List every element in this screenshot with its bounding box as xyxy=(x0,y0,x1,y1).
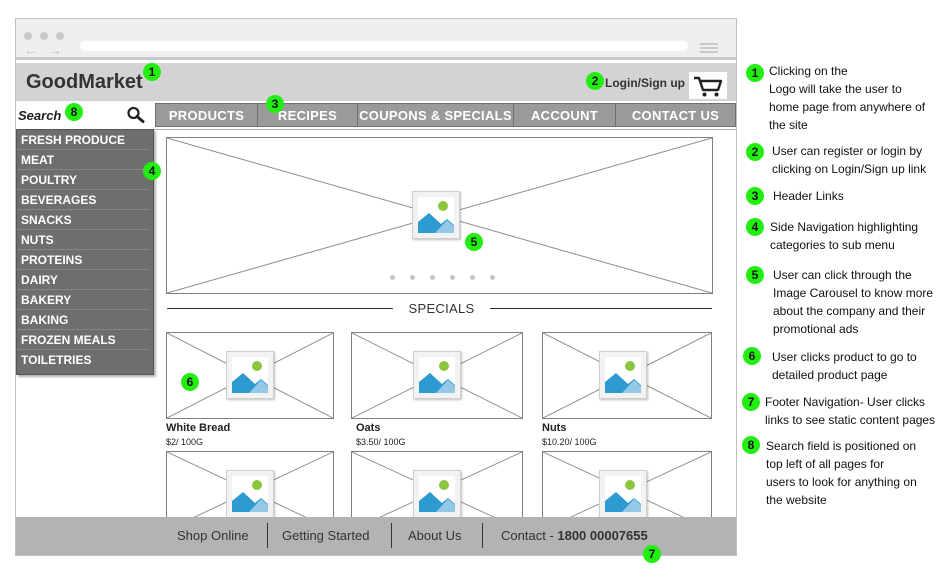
search-icon[interactable] xyxy=(126,106,146,124)
nav-account[interactable]: ACCOUNT xyxy=(514,104,616,126)
legend-badge: 8 xyxy=(742,436,760,454)
legend-note: Clicking on the Logo will take the user … xyxy=(769,64,926,132)
callout-badge: 2 xyxy=(586,72,604,90)
image-placeholder-icon xyxy=(599,351,647,399)
image-carousel[interactable] xyxy=(166,137,713,294)
site-logo[interactable]: GoodMarket xyxy=(26,71,143,93)
callout-badge: 7 xyxy=(643,545,661,563)
carousel-dot[interactable] xyxy=(490,275,495,280)
legend-badge: 2 xyxy=(746,143,764,161)
callout-badge: 6 xyxy=(181,373,199,391)
divider xyxy=(482,523,483,548)
carousel-dot[interactable] xyxy=(390,275,395,280)
footer-link-about-us[interactable]: About Us xyxy=(408,528,462,543)
legend-note: Header Links xyxy=(773,189,844,203)
sidebar-item-frozen-meals[interactable]: FROZEN MEALS xyxy=(17,330,150,350)
legend-badge: 7 xyxy=(742,393,760,411)
product-name[interactable]: Oats xyxy=(356,422,381,434)
forward-arrow-icon[interactable]: → xyxy=(48,42,62,58)
legend-note: User can register or login by clicking o… xyxy=(772,144,927,176)
search-input[interactable]: Search xyxy=(18,108,62,123)
callout-badge: 3 xyxy=(266,95,284,113)
login-signup-link[interactable]: Login/Sign up xyxy=(605,76,685,90)
image-placeholder-icon xyxy=(226,351,274,399)
product-card-oats[interactable] xyxy=(351,332,523,419)
nav-contact-us[interactable]: CONTACT US xyxy=(631,107,720,123)
divider xyxy=(490,308,712,309)
carousel-dot[interactable] xyxy=(470,275,475,280)
image-placeholder-icon xyxy=(413,470,461,518)
product-card-white-bread[interactable] xyxy=(166,332,334,419)
divider xyxy=(267,523,268,548)
product-card-nuts[interactable] xyxy=(542,332,712,419)
sidebar-item-bakery[interactable]: BAKERY xyxy=(17,290,150,310)
image-placeholder-icon xyxy=(413,351,461,399)
sidebar-item-snacks[interactable]: SNACKS xyxy=(17,210,150,230)
carousel-dot[interactable] xyxy=(410,275,415,280)
legend-note: Footer Navigation- User clicks links to … xyxy=(765,395,936,427)
browser-window: ← → GoodMarket Login/Sign up Search PROD… xyxy=(15,18,737,556)
address-bar[interactable] xyxy=(80,41,688,51)
legend-note: User can click through the Image Carouse… xyxy=(773,268,934,336)
legend-badge: 4 xyxy=(746,218,764,236)
divider xyxy=(167,308,393,309)
specials-heading: SPECIALS xyxy=(408,301,475,316)
window-dot-icon[interactable] xyxy=(40,32,48,40)
search-field[interactable]: Search xyxy=(16,103,154,127)
product-name[interactable]: White Bread xyxy=(166,422,231,434)
legend-note: Search field is positioned on top left o… xyxy=(766,439,917,507)
cart-button[interactable] xyxy=(689,72,727,99)
sidebar-item-poultry[interactable]: POULTRY xyxy=(17,170,150,190)
window-dot-icon[interactable] xyxy=(24,32,32,40)
sidebar-item-dairy[interactable]: DAIRY xyxy=(17,270,150,290)
sidebar-item-proteins[interactable]: PROTEINS xyxy=(17,250,150,270)
callout-badge: 8 xyxy=(65,103,83,121)
callout-badge: 5 xyxy=(465,233,483,251)
browser-chrome: ← → xyxy=(16,19,736,60)
product-name[interactable]: Nuts xyxy=(542,422,567,434)
nav-coupons-specials[interactable]: COUPONS & SPECIALS xyxy=(358,104,514,126)
contact-label: Contact - xyxy=(501,528,558,543)
sidebar-item-nuts[interactable]: NUTS xyxy=(17,230,150,250)
site-header: GoodMarket Login/Sign up xyxy=(16,63,736,101)
window-dot-icon[interactable] xyxy=(56,32,64,40)
carousel-dot[interactable] xyxy=(450,275,455,280)
divider xyxy=(16,129,736,130)
nav-products[interactable]: PRODUCTS xyxy=(156,104,258,126)
back-arrow-icon[interactable]: ← xyxy=(24,42,38,58)
contact-number: 1800 00007655 xyxy=(557,528,648,543)
legend-badge: 5 xyxy=(746,266,764,284)
product-price: $3.50/ 100G xyxy=(356,437,406,447)
image-placeholder-icon xyxy=(599,470,647,518)
carousel-dot[interactable] xyxy=(430,275,435,280)
site-footer: Shop Online Getting Started About Us Con… xyxy=(16,517,736,555)
image-placeholder-icon xyxy=(226,470,274,518)
legend-badge: 6 xyxy=(743,347,761,365)
footer-contact[interactable]: Contact - 1800 00007655 xyxy=(501,528,648,543)
hamburger-menu-icon[interactable] xyxy=(700,43,718,55)
sidebar-item-baking[interactable]: BAKING xyxy=(17,310,150,330)
product-price: $10.20/ 100G xyxy=(542,437,597,447)
legend-note: User clicks product to go to detailed pr… xyxy=(772,350,917,382)
side-navigation: FRESH PRODUCE MEAT POULTRY BEVERAGES SNA… xyxy=(16,129,154,375)
divider xyxy=(391,523,392,548)
product-price: $2/ 100G xyxy=(166,437,204,447)
sidebar-item-meat[interactable]: MEAT xyxy=(17,150,150,170)
image-placeholder-icon xyxy=(412,191,460,239)
legend-badge: 1 xyxy=(746,64,764,82)
callout-badge: 1 xyxy=(143,63,161,81)
footer-link-getting-started[interactable]: Getting Started xyxy=(282,528,370,543)
sidebar-item-beverages[interactable]: BEVERAGES xyxy=(17,190,150,210)
nav-recipes[interactable]: RECIPES xyxy=(258,104,358,126)
legend-note: Side Navigation highlighting categories … xyxy=(770,220,919,252)
legend-badge: 3 xyxy=(746,187,764,205)
callout-badge: 4 xyxy=(143,162,161,180)
header-nav: PRODUCTS RECIPES COUPONS & SPECIALS ACCO… xyxy=(155,103,736,127)
cart-icon xyxy=(694,76,723,97)
sidebar-item-fresh-produce[interactable]: FRESH PRODUCE xyxy=(17,130,150,150)
sidebar-item-toiletries[interactable]: TOILETRIES xyxy=(21,353,92,367)
footer-link-shop-online[interactable]: Shop Online xyxy=(177,528,249,543)
